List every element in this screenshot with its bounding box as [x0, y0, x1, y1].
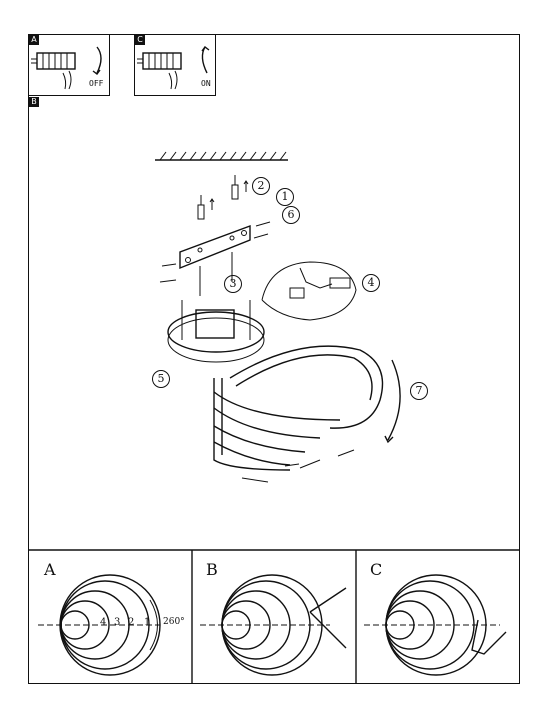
callout-7: 7	[410, 382, 428, 400]
callout-1: 1	[276, 188, 294, 206]
switch-on-illustration	[137, 46, 210, 90]
instruction-frame	[28, 34, 520, 684]
switch-off-label: OFF	[89, 79, 104, 88]
bottom-panel-a-label: A	[44, 560, 56, 579]
bottom-panel-c-label: C	[370, 560, 383, 579]
ring-label-4: 4	[100, 617, 107, 628]
ring-label-2: 2	[128, 617, 135, 628]
callout-6: 6	[282, 206, 300, 224]
switch-off-illustration	[31, 46, 102, 90]
callout-4: 4	[362, 274, 380, 292]
tag-a: A	[29, 35, 39, 45]
tag-c: C	[135, 35, 145, 45]
switch-on-label: ON	[201, 79, 211, 88]
mounting-bracket	[179, 224, 251, 270]
tag-b: B	[29, 97, 39, 107]
canopy-top	[167, 311, 265, 353]
panel-switch-off: A OFF	[28, 34, 110, 96]
spiral-lamp	[213, 345, 384, 471]
wall-plugs	[197, 175, 249, 220]
rotation-angle-label: 260°	[163, 617, 185, 627]
callout-2: 2	[252, 177, 270, 195]
callout-5: 5	[152, 370, 170, 388]
bottom-panel-b-label: B	[206, 560, 218, 579]
ring-label-3: 3	[114, 617, 121, 628]
callout-3: 3	[224, 275, 242, 293]
panel-switch-on: C ON	[134, 34, 216, 96]
wiring-detail	[261, 261, 357, 321]
connection-box	[195, 309, 235, 339]
ring-label-1: 1	[144, 617, 151, 628]
rotation-arrow	[387, 359, 401, 441]
